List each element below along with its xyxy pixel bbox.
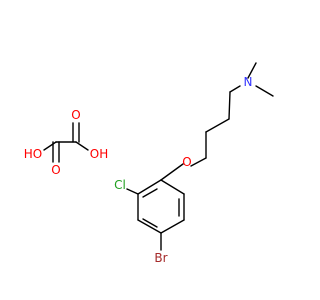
bond-ring-1 — [160, 179, 185, 195]
bond-n-chain — [229, 85, 241, 93]
bond-ring-3 — [160, 219, 185, 234]
hydroxyl-left-label: HO — [24, 147, 42, 161]
ether-oxygen-label: O — [182, 155, 191, 169]
bromine-label: Br — [154, 251, 167, 265]
hydroxyl-right-label: OH — [90, 147, 108, 161]
bond-right-c-oh — [75, 141, 89, 151]
nitrogen-label: N — [244, 75, 253, 89]
bond-ring-cl — [126, 188, 139, 195]
bond-o-ring — [160, 163, 184, 181]
bond-ring-6 — [137, 179, 162, 195]
bond-ring-4 — [137, 219, 162, 234]
bond-n-methyl-top — [247, 62, 257, 79]
oxalic-acid-molecule — [43, 122, 89, 163]
carbonyl-oxygen-left-label: O — [51, 163, 60, 177]
chlorine-label: Cl — [114, 178, 126, 192]
bond-chain-1 — [228, 91, 231, 120]
carbonyl-oxygen-right-label: O — [71, 108, 80, 122]
bond-chain-o — [190, 157, 207, 167]
bond-ring-double-3 — [142, 188, 158, 198]
bond-left-c-oh — [43, 141, 57, 151]
bond-chain-2 — [205, 118, 230, 133]
bond-ring-double-2 — [142, 218, 158, 228]
bond-n-methyl-right — [255, 85, 274, 97]
chemical-structure-drawing: N O Cl Br O O HO OH — [24, 62, 274, 265]
amine-ether-molecule — [126, 62, 274, 251]
